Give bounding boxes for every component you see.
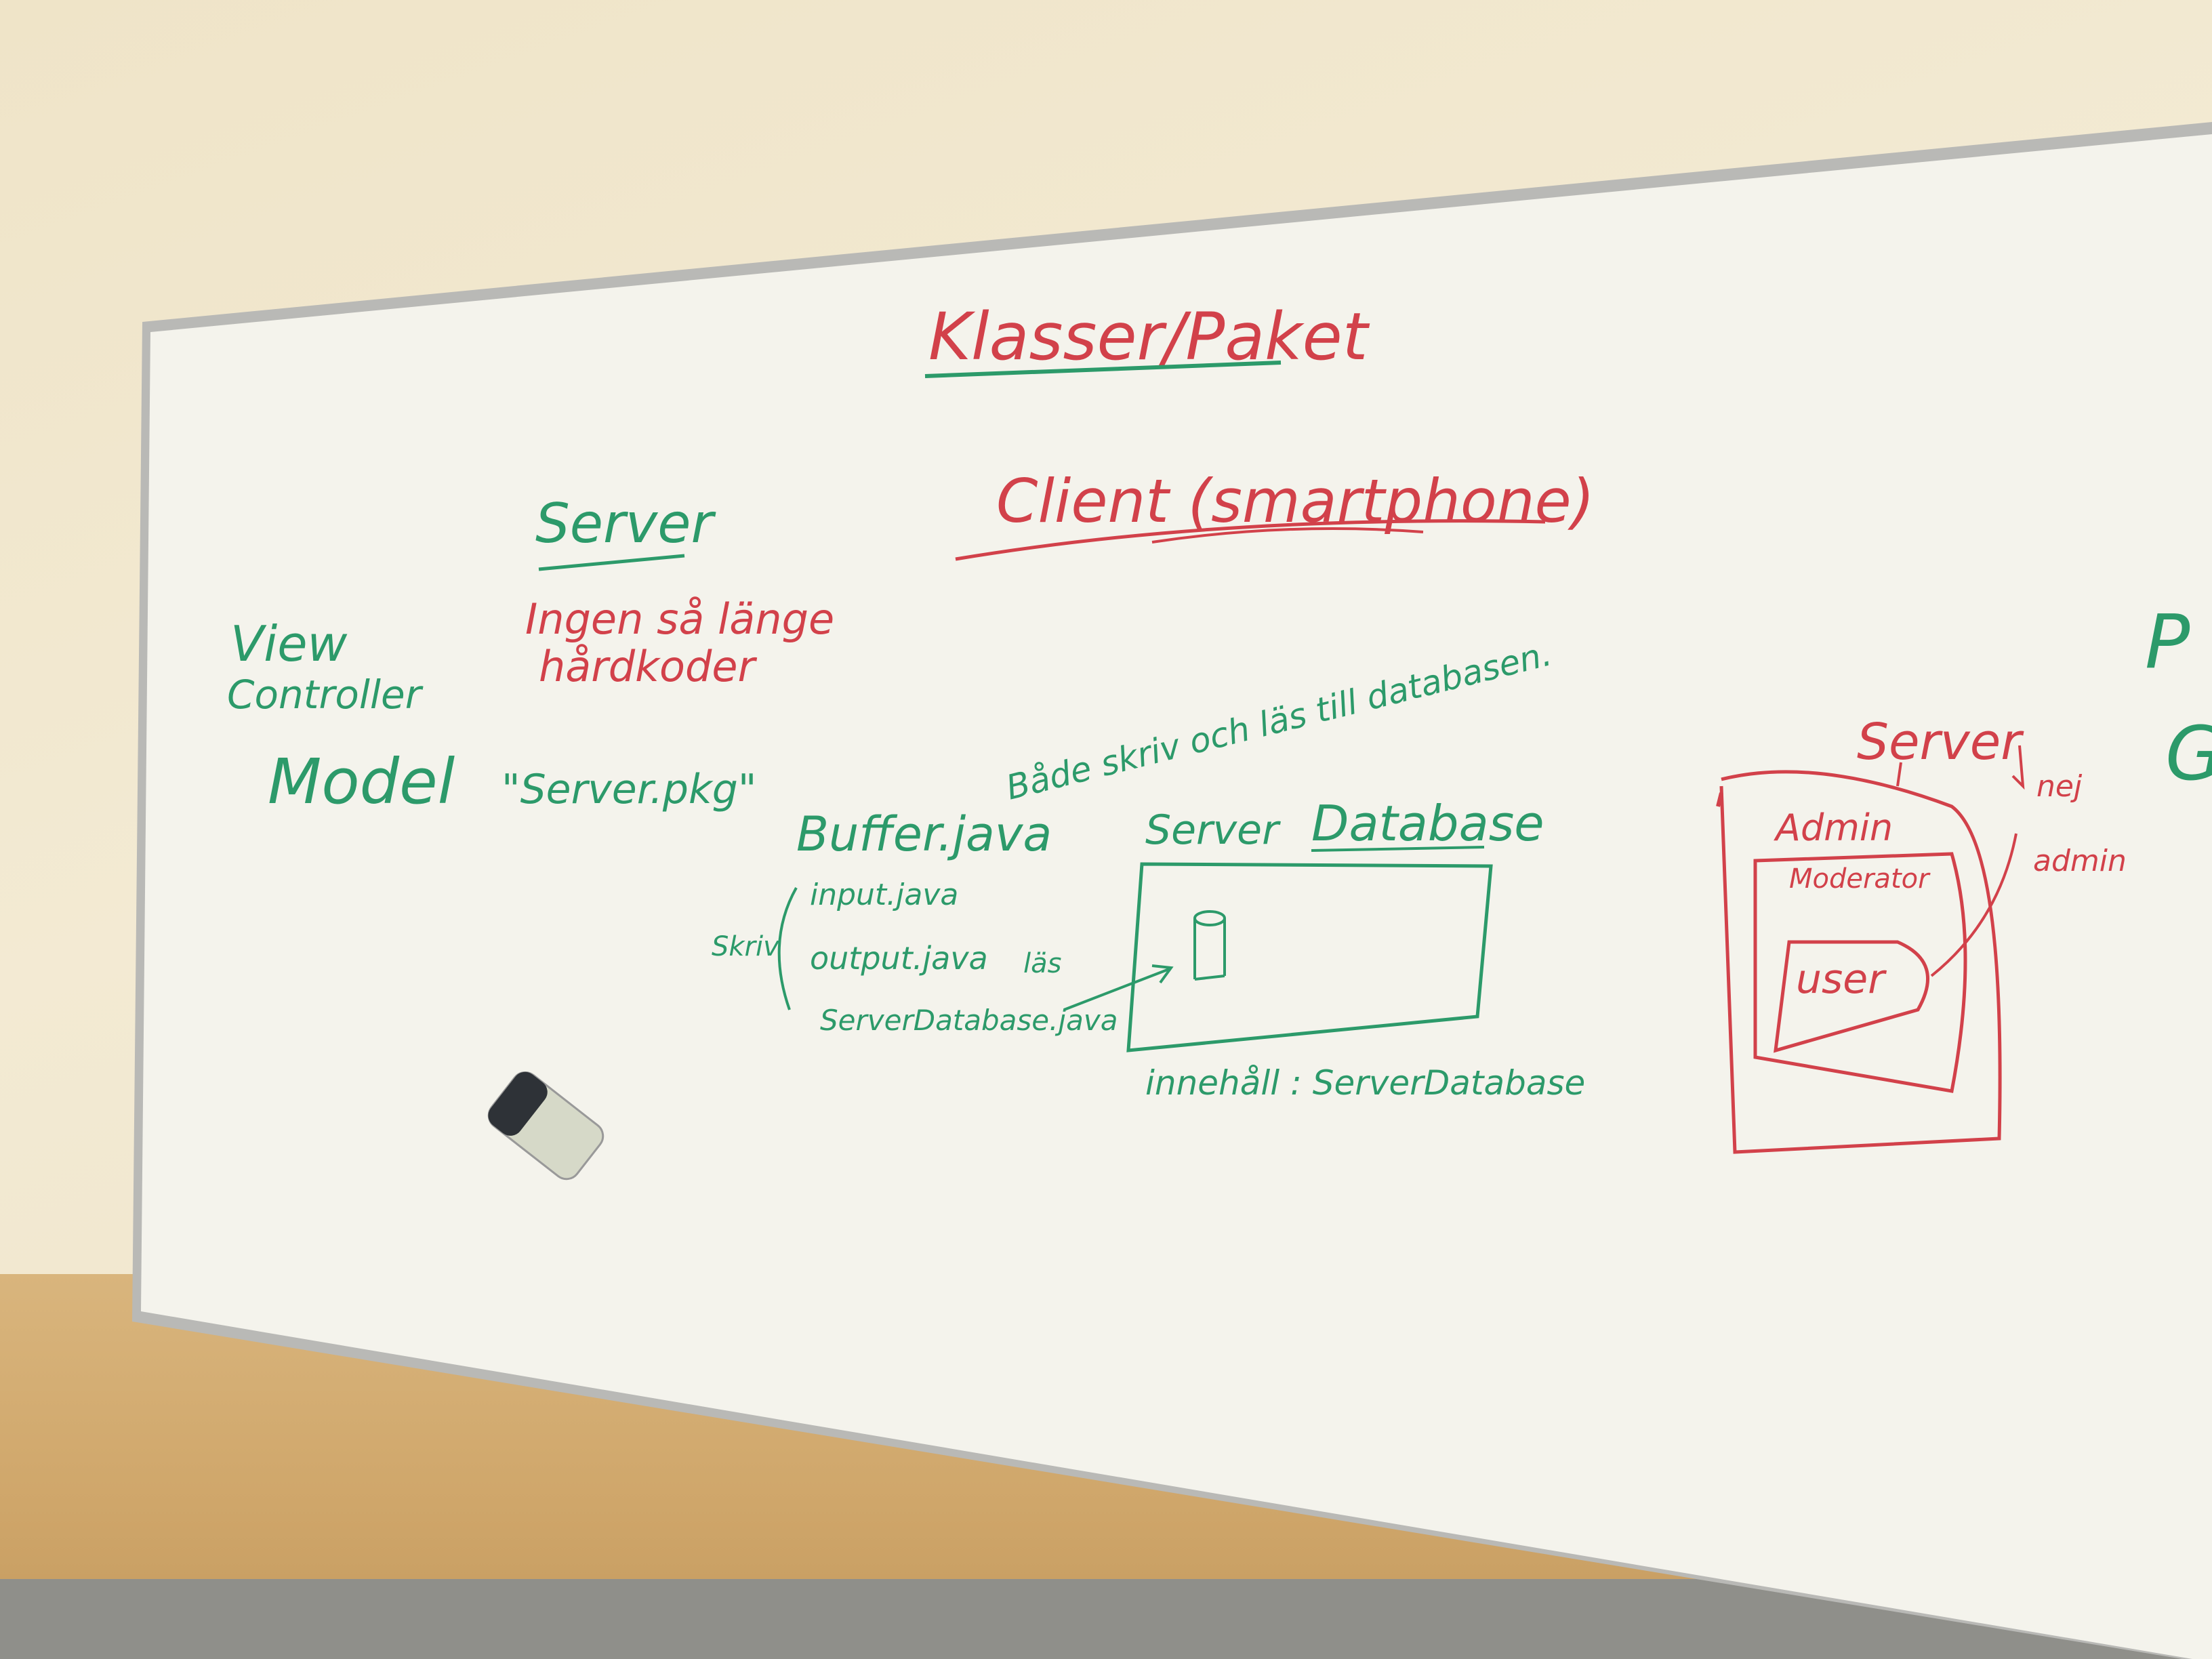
skriv-label: Skriv [712,931,780,962]
file-item: output.java [810,940,988,977]
database-underline [1311,846,1485,852]
file-item: input.java [810,878,958,912]
admin-box-corner [1716,792,1723,807]
server-pkg: "Server.pkg" [501,766,756,813]
board-surface [141,134,2212,1659]
roles-server: Server [1857,713,2024,771]
nej-arrow [2011,745,2025,790]
contents-label: innehåll : ServerDatabase [1145,1063,1585,1103]
roles-server-tick [1896,762,1902,787]
nej-label: nej [2036,769,2083,804]
eraser-icon [487,1071,605,1181]
file-item: ServerDatabase.java [820,1004,1118,1037]
admin-note: admin [2033,844,2127,878]
role-admin: Admin [1774,806,1893,849]
cylinder-body [1193,918,1226,981]
user-box [1774,940,1929,1053]
mvc-controller: Controller [227,672,424,718]
buffer-label: Buffer.java [796,806,1052,862]
server-underline [538,554,685,571]
edge-letter-p: P [2145,598,2190,685]
role-user: user [1796,956,1887,1003]
mvc-model: Model [268,745,455,818]
role-moderator: Moderator [1789,863,1931,895]
heading-underline [924,361,1282,378]
admin-box [1719,770,2002,1154]
skriv-bracket [777,887,798,1010]
server-note-line2: hårdkoder [539,642,757,691]
server-heading: Server [535,492,716,555]
user-to-admin-arrow [1930,833,2018,977]
server-db-right: Database [1311,795,1544,852]
las-label: läs [1023,948,1061,979]
heading-text: Klasser/Paket [928,299,1370,375]
mvc-view: View [230,615,348,672]
eraser-cap [488,1071,548,1136]
client-underline [955,519,1546,561]
server-note-line1: Ingen så länge [525,594,834,644]
server-db-left: Server [1145,806,1281,854]
edge-letter-g: G [2165,710,2212,797]
moderator-box [1753,852,1967,1093]
arrowhead [1151,964,1174,984]
db-arrow [1063,968,1170,1011]
client-underline-2 [1151,527,1424,544]
database-box [1126,862,1493,1052]
